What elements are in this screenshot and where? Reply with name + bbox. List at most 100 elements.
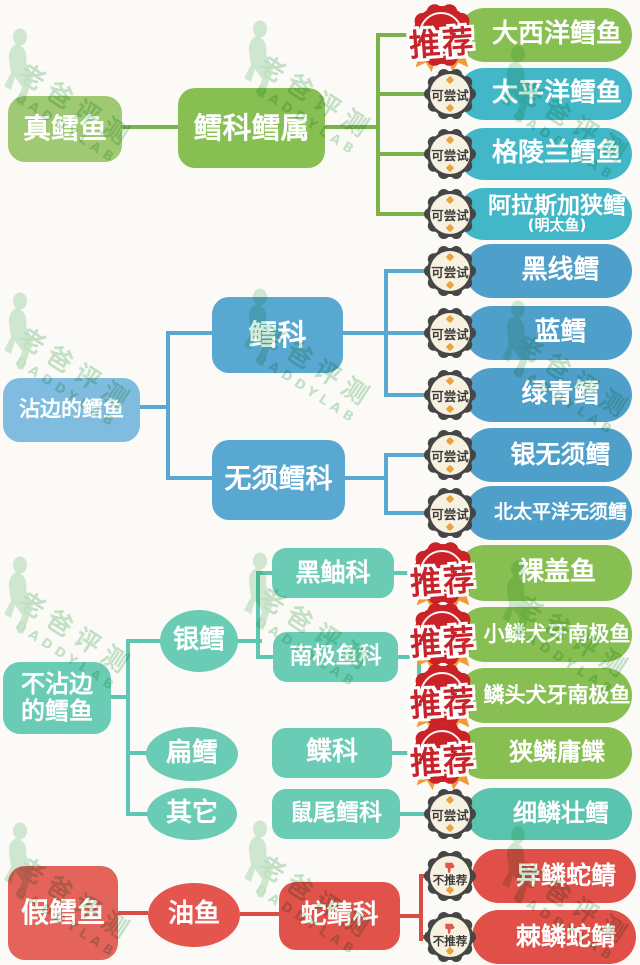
group-label: 其它 — [165, 798, 218, 829]
fish-label: 阿拉斯加狭鳕 — [488, 193, 626, 220]
family-label: 鼠尾鳕科 — [290, 800, 382, 827]
fish-label: 格陵兰鳕鱼 — [491, 138, 622, 169]
anoplopomatidae-node: 黑鲉科 — [272, 548, 394, 598]
try-label: 可尝试 — [431, 87, 469, 103]
pleuronectidae-node: 鲽科 — [272, 728, 392, 778]
rosette-inner-ring — [419, 12, 463, 56]
pacific-cod-row: 太平洋鳕鱼 — [458, 68, 632, 120]
grenadier-row: 细鳞壮鳕 — [466, 788, 632, 840]
connector-line — [384, 453, 388, 515]
family-label: 南极鱼科 — [289, 643, 382, 670]
connector-line — [384, 511, 436, 515]
rosette-inner-ring — [420, 730, 464, 774]
other-group-node: 其它 — [147, 788, 237, 840]
not-recommend-label: 不推荐 — [432, 934, 468, 948]
connector-line — [166, 331, 170, 480]
connector-line — [376, 92, 432, 96]
thumbs-down-icon — [444, 919, 457, 938]
recommend-badge: 推荐 — [409, 721, 477, 785]
connector-line — [240, 912, 279, 916]
rosette-inner-ring — [420, 550, 464, 594]
walking-person-icon — [4, 556, 33, 634]
escolar-row: 异鳞蛇鲭 — [472, 849, 636, 903]
try-badge: 可尝试 — [424, 188, 476, 240]
family-label: 鲽科 — [305, 737, 358, 768]
connector-line — [376, 152, 432, 156]
try-badge: 可尝试 — [424, 128, 476, 180]
true-cod-node: 真鳕鱼 — [8, 96, 122, 162]
fish-label: 狭鳞庸鲽 — [509, 738, 605, 767]
gadus-family-node: 鳕科鳕属 — [178, 88, 325, 168]
connector-line — [256, 571, 260, 659]
fish-label: 绿青鳕 — [521, 379, 600, 410]
connector-line — [384, 269, 436, 273]
try-badge: 可尝试 — [424, 68, 476, 120]
gempylidae-node: 蛇鲭科 — [279, 882, 400, 950]
fish-label: 银无须鳕 — [510, 439, 611, 469]
saithe-row: 绿青鳕 — [465, 368, 632, 422]
fish-label: 异鳞蛇鲭 — [515, 860, 616, 890]
fish-label: 太平洋鳕鱼 — [491, 78, 622, 109]
group-label: 银鳕 — [172, 625, 225, 656]
true-cod-label: 真鳕鱼 — [22, 112, 107, 146]
thumbs-down-icon — [444, 858, 457, 877]
recommend-badge: 推荐 — [409, 541, 477, 605]
recommend-label: 推荐 — [409, 622, 478, 664]
connector-line — [398, 655, 422, 659]
not-cod-line2: 的鳕鱼 — [21, 697, 93, 725]
connector-line — [126, 639, 130, 816]
try-badge: 可尝试 — [424, 307, 476, 359]
try-label: 可尝试 — [431, 207, 469, 223]
not-cod-node: 不沾边的鳕鱼 — [3, 662, 111, 734]
antarctic-toothfish-row: 鳞头犬牙南极鱼 — [458, 668, 632, 723]
connector-line — [376, 33, 432, 37]
try-label: 可尝试 — [431, 388, 469, 404]
fake-cod-label: 假鳕鱼 — [20, 896, 105, 930]
connector-line — [118, 911, 148, 915]
fish-label: 裸盖鱼 — [517, 557, 596, 588]
try-badge: 可尝试 — [424, 245, 476, 297]
silver-cod-group-node: 银鳕 — [160, 610, 238, 672]
rosette-inner-ring — [420, 672, 464, 716]
fish-label: 大西洋鳕鱼 — [491, 19, 622, 50]
not-recommend-label: 不推荐 — [432, 873, 468, 887]
recommend-label: 推荐 — [408, 23, 477, 65]
try-label: 可尝试 — [431, 506, 469, 522]
connector-line — [166, 476, 214, 480]
sablefish-row: 裸盖鱼 — [458, 545, 632, 601]
try-label: 可尝试 — [431, 147, 469, 163]
try-badge: 可尝试 — [424, 369, 476, 421]
connector-line — [140, 405, 170, 409]
try-label: 可尝试 — [431, 807, 469, 823]
merlucciidae-node: 无须鳕科 — [212, 440, 345, 520]
connector-line — [122, 125, 178, 129]
gadidae-node: 鳕科 — [212, 297, 343, 373]
merlucciidae-label: 无须鳕科 — [224, 463, 333, 495]
not-recommend-badge: 不推荐 — [424, 911, 476, 963]
fish-sublabel: (明太鱼) — [527, 216, 587, 235]
atlantic-cod-row: 大西洋鳕鱼 — [458, 8, 632, 62]
north-pacific-hake-row: 北太平洋无须鳕 — [465, 486, 632, 540]
fish-label: 棘鳞蛇鲭 — [515, 921, 616, 951]
fish-label: 蓝鳕 — [534, 317, 587, 348]
fake-cod-node: 假鳕鱼 — [8, 866, 118, 960]
not-recommend-badge: 不推荐 — [424, 850, 476, 902]
connector-line — [126, 751, 150, 755]
connector-line — [345, 476, 388, 480]
connector-line — [392, 751, 420, 755]
alaska-pollock-row: 阿拉斯加狭鳕 (明太鱼) — [458, 188, 632, 240]
rosette-inner-ring — [420, 611, 464, 655]
try-badge: 可尝试 — [424, 788, 476, 840]
connector-line — [384, 331, 436, 335]
flat-cod-group-node: 扁鳕 — [146, 727, 238, 781]
fish-label: 鳞头犬牙南极鱼 — [483, 683, 631, 708]
recommend-badge: 推荐 — [409, 663, 477, 727]
gadidae-label: 鳕科 — [248, 317, 307, 352]
not-cod-label: 不沾边的鳕鱼 — [21, 671, 93, 725]
try-badge: 可尝试 — [424, 487, 476, 539]
try-label: 可尝试 — [431, 448, 469, 464]
connector-line — [325, 125, 378, 129]
macrouridae-node: 鼠尾鳕科 — [272, 789, 400, 839]
connector-line — [384, 393, 436, 397]
